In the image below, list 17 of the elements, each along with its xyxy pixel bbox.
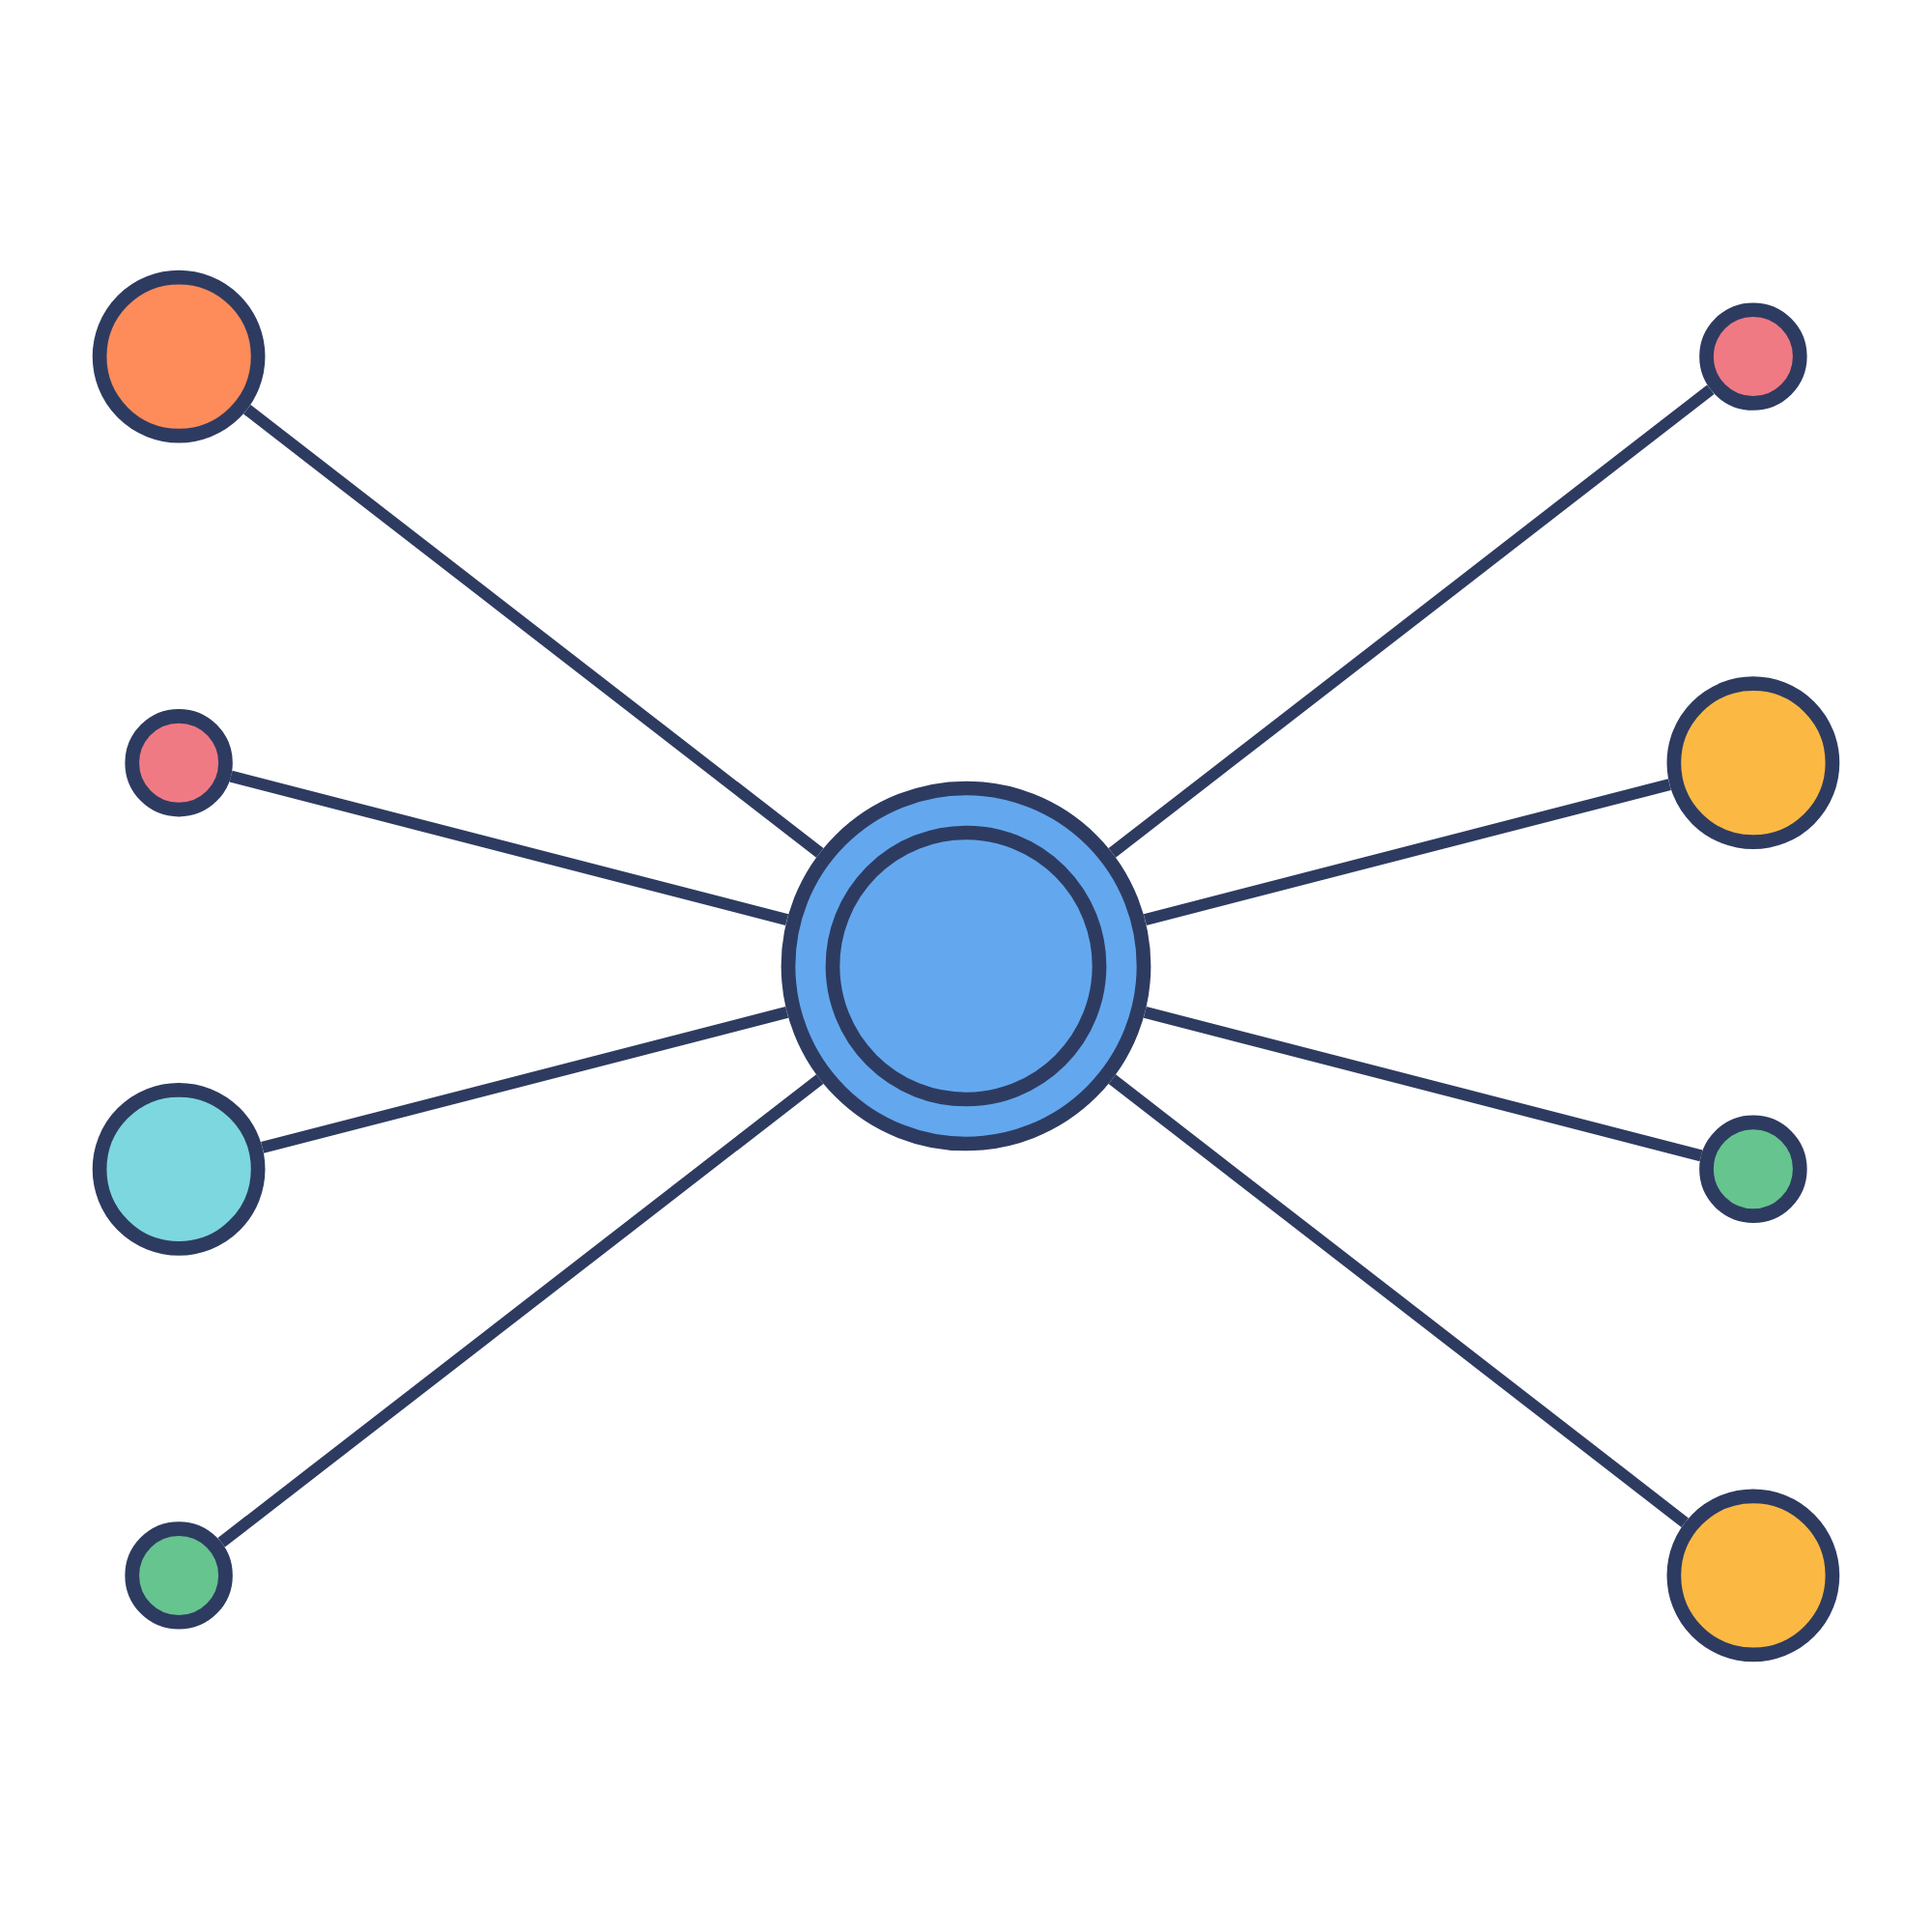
circle-node xyxy=(92,1082,266,1256)
connector-line xyxy=(1108,384,1715,858)
circle-node xyxy=(125,709,233,817)
circle-node xyxy=(92,270,266,443)
circle-node xyxy=(1666,1489,1840,1662)
connector-line xyxy=(243,405,824,858)
circle-node xyxy=(1666,676,1840,850)
connector-line xyxy=(1108,1074,1689,1527)
circle-node xyxy=(781,781,1151,1151)
circle-node xyxy=(1699,1115,1807,1223)
connector-line xyxy=(261,1007,789,1153)
connector-line xyxy=(217,1074,824,1548)
connector-line xyxy=(229,770,789,925)
circle-node xyxy=(125,1521,233,1630)
connector-line xyxy=(1143,1007,1703,1162)
circle-node xyxy=(1699,302,1807,411)
connector-line xyxy=(1143,779,1671,925)
